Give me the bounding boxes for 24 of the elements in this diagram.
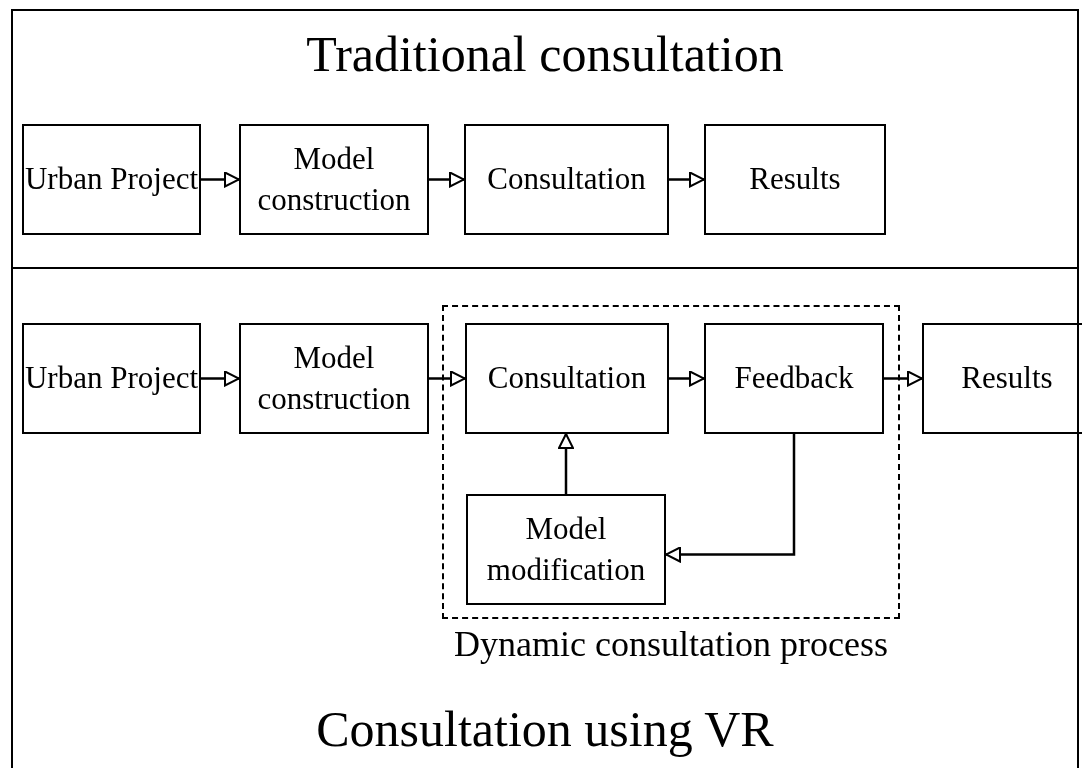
- arrow: [669, 171, 705, 188]
- section-panel: [11, 9, 1079, 269]
- process-box: Consultation: [465, 323, 669, 434]
- section-heading: Traditional consultation: [305, 25, 785, 83]
- arrow: [558, 433, 574, 494]
- arrow: [429, 370, 466, 387]
- process-box: Model construction: [239, 323, 429, 434]
- process-box: Model modification: [466, 494, 666, 605]
- arrow: [201, 171, 240, 188]
- process-box: Urban Project: [22, 124, 201, 235]
- process-box: Results: [704, 124, 886, 235]
- arrow: [665, 434, 796, 563]
- section-heading: Consultation using VR: [315, 700, 775, 758]
- process-box: Urban Project: [22, 323, 201, 434]
- arrow: [884, 370, 923, 387]
- arrow: [201, 370, 240, 387]
- arrow: [669, 370, 705, 387]
- process-box: Feedback: [704, 323, 884, 434]
- arrow: [429, 171, 465, 188]
- group-label: Dynamic consultation process: [453, 623, 889, 665]
- process-box: Results: [922, 323, 1082, 434]
- process-box: Model construction: [239, 124, 429, 235]
- section-panel: [11, 267, 1079, 768]
- process-box: Consultation: [464, 124, 669, 235]
